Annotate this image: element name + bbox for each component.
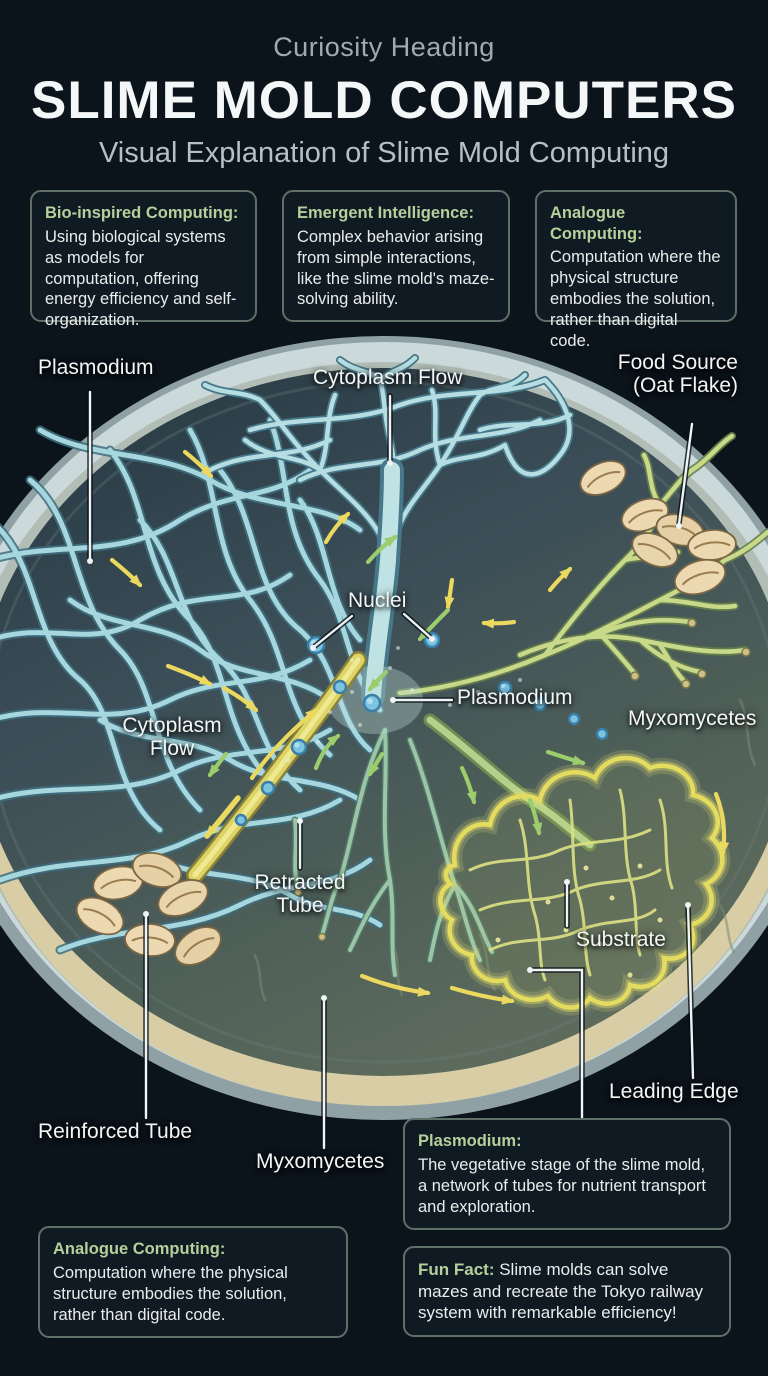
label-substrate: Substrate	[576, 928, 666, 951]
info-box-body: Complex behavior arising from simple int…	[297, 227, 495, 309]
pointer-lines	[87, 389, 696, 1151]
oat-flakes	[75, 460, 737, 966]
info-box-body: Fun Fact: Slime molds can solve mazes an…	[418, 1259, 716, 1324]
arrow-green	[459, 765, 477, 805]
page-subtitle: Visual Explanation of Slime Mold Computi…	[98, 137, 670, 169]
oat-flake-cluster-top-right	[579, 460, 737, 596]
pointer-nuclei-right	[402, 612, 432, 639]
arrow-yellow	[249, 707, 319, 781]
arrow-green	[545, 749, 586, 766]
info-box-body: The vegetative stage of the slime mold, …	[418, 1155, 706, 1216]
speckles	[286, 646, 522, 762]
label-food-source: Food Source (Oat Flake)	[617, 351, 738, 397]
arrow-yellow	[359, 973, 431, 997]
label-cytoplasm-flow-left: Cytoplasm Flow	[122, 714, 222, 760]
pointer-food-source	[677, 422, 694, 526]
pointer-leading-edge	[686, 904, 695, 1080]
info-box-heading: Emergent Intelligence:	[297, 204, 474, 222]
info-box-emergent: Emergent Intelligence: Complex behavior …	[282, 190, 510, 322]
header-eyebrow: Curiosity Heading	[273, 32, 495, 62]
info-box-heading: Analogue Computing:	[53, 1240, 226, 1258]
arrow-green	[207, 751, 229, 778]
arrow-yellow	[204, 795, 241, 839]
arrow-yellow	[481, 618, 517, 629]
info-box-body: Computation where the physical structure…	[550, 248, 721, 351]
info-box-heading: Bio-inspired Computing:	[45, 204, 239, 222]
arrow-yellow	[182, 449, 214, 479]
info-box-bio-inspired: Bio-inspired Computing: Using biological…	[30, 190, 257, 329]
arrow-yellow	[165, 663, 213, 687]
arrow-green	[367, 669, 389, 692]
info-box-analogue-top: Analogue Computing: Computation where th…	[535, 190, 737, 350]
label-cytoplasm-flow-top: Cytoplasm Flow	[313, 366, 463, 389]
arrow-yellow	[547, 566, 573, 593]
info-box-plasmodium: Plasmodium: The vegetative stage of the …	[403, 1118, 731, 1231]
info-box-analogue-bottom: Analogue Computing: Computation where th…	[38, 1226, 348, 1339]
info-box-heading: Plasmodium:	[418, 1132, 522, 1150]
arrow-green	[367, 751, 385, 777]
arrow-yellow	[444, 577, 455, 610]
pointer-nuclei-left	[313, 614, 354, 648]
arrow-yellow	[221, 685, 259, 713]
arrow-green	[365, 534, 398, 565]
arrow-yellow	[109, 557, 143, 588]
flow-arrows	[109, 449, 730, 1005]
info-box-fun-fact: Fun Fact: Slime molds can solve mazes an…	[403, 1246, 731, 1337]
label-myxomycetes-bottom: Myxomycetes	[256, 1150, 385, 1173]
label-leading-edge: Leading Edge	[609, 1080, 739, 1103]
fun-fact-text: Slime molds can solve mazes and recreate…	[418, 1260, 704, 1323]
leading-edge-blob	[440, 758, 722, 1008]
arrow-yellow	[323, 511, 351, 545]
arrow-green	[527, 797, 543, 836]
label-nuclei: Nuclei	[348, 589, 407, 612]
pointer-plasmodium-box	[530, 968, 584, 1120]
oat-flake-cluster-bottom-left	[75, 852, 222, 966]
arrow-yellow	[449, 985, 515, 1005]
arrow-green	[417, 607, 451, 642]
label-plasmodium-top: Plasmodium	[38, 356, 154, 379]
arrow-green	[313, 733, 341, 771]
label-retracted-tube: Retracted Tube	[254, 871, 346, 917]
info-box-body: Computation where the physical structure…	[53, 1263, 288, 1324]
page-title: SLIME MOLD COMPUTERS	[30, 71, 738, 130]
label-reinforced-tube: Reinforced Tube	[38, 1120, 193, 1143]
label-plasmodium-center: Plasmodium	[457, 686, 573, 709]
label-myxomycetes-right: Myxomycetes	[628, 707, 757, 730]
arrow-yellow	[713, 791, 730, 855]
fun-fact-heading: Fun Fact:	[418, 1260, 500, 1279]
info-box-body: Using biological systems as models for c…	[45, 227, 237, 330]
info-box-heading: Analogue Computing:	[550, 204, 643, 243]
